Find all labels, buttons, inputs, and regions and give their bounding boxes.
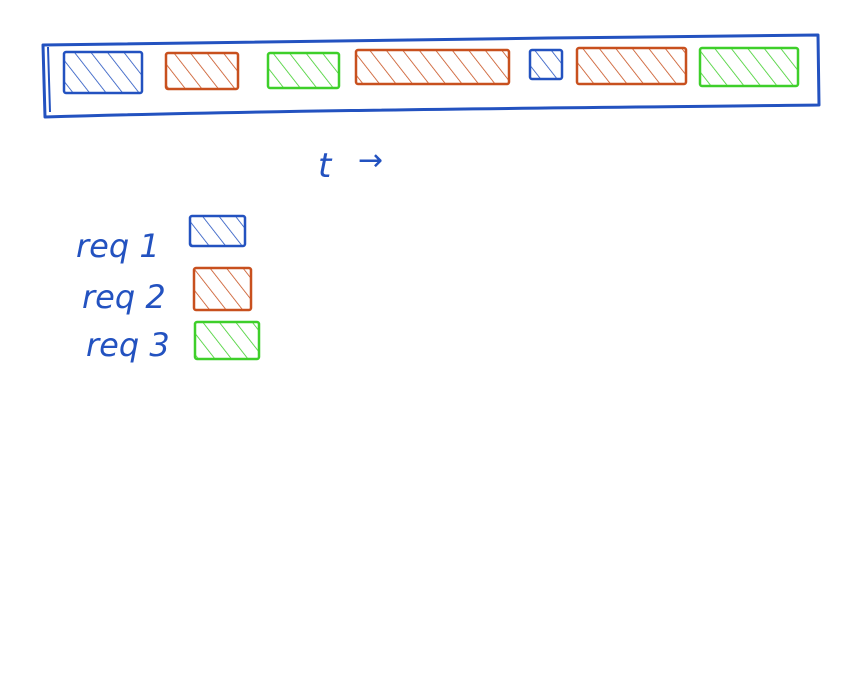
legend-item-req1: req 1 — [76, 214, 247, 265]
time-axis-arrow: → — [358, 143, 383, 178]
legend-swatch — [192, 266, 253, 312]
legend-label: req 3 — [86, 326, 170, 364]
legend-label: req 2 — [82, 278, 166, 316]
timeline-segment — [354, 48, 511, 86]
timeline-segment — [698, 46, 800, 88]
timeline-segment — [528, 48, 564, 81]
legend-swatch — [193, 320, 261, 361]
timeline-segment — [575, 46, 688, 86]
timeline-frame — [41, 33, 821, 119]
timeline-frame-inner — [47, 46, 51, 113]
legend-swatch — [188, 214, 247, 248]
time-axis: t → — [318, 143, 383, 186]
legend-label: req 1 — [76, 227, 160, 265]
timeline-segment — [266, 51, 341, 90]
timeline-segment — [164, 51, 240, 91]
time-axis-label: t — [318, 146, 333, 186]
legend-item-req2: req 2 — [82, 266, 253, 316]
timeline-segment — [62, 50, 144, 95]
legend: req 1 req 2 req 3 — [76, 214, 261, 364]
legend-item-req3: req 3 — [86, 320, 261, 364]
timeline-segments — [62, 46, 800, 95]
